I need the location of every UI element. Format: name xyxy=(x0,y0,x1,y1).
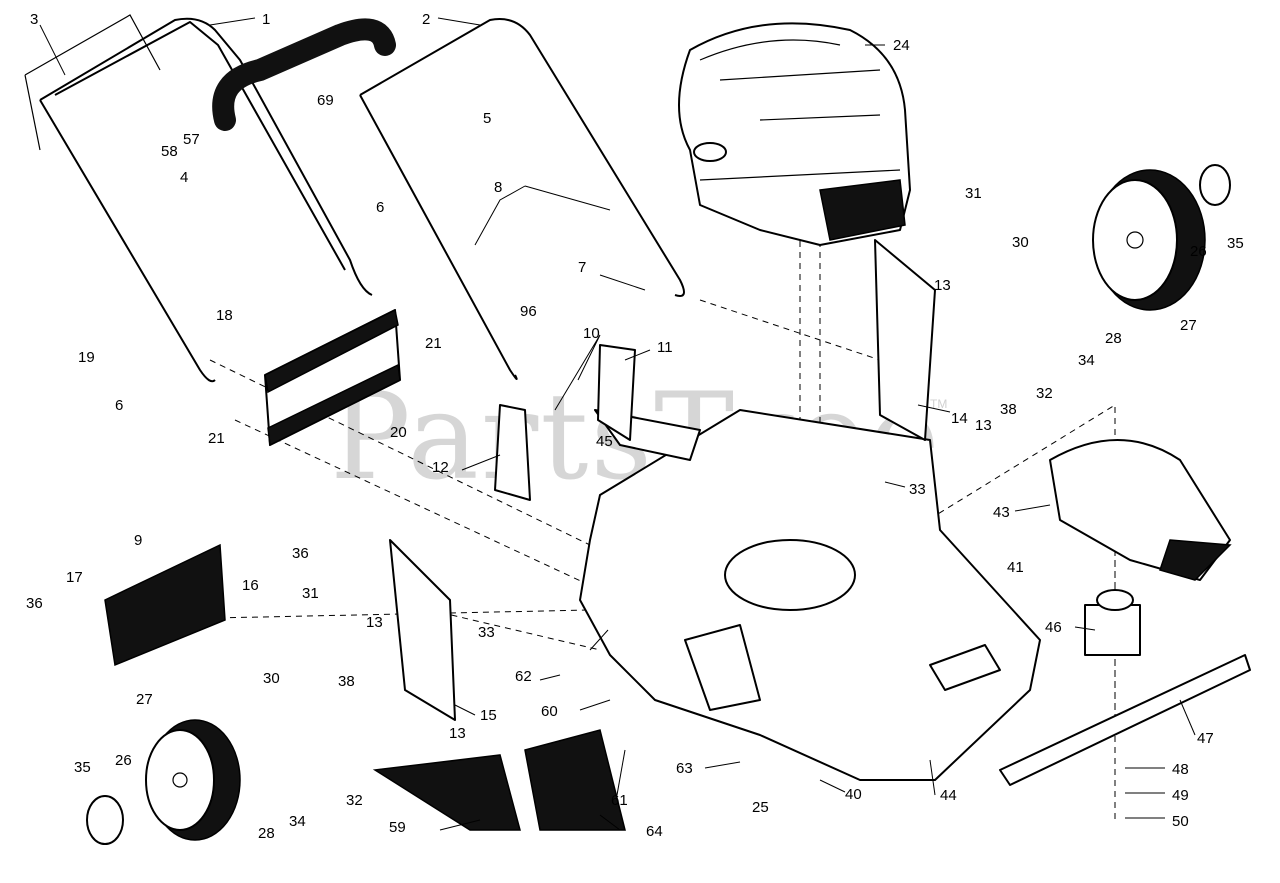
callout-28-b: 28 xyxy=(258,825,275,842)
callout-4: 4 xyxy=(180,169,188,186)
callout-32-a: 32 xyxy=(1036,385,1053,402)
callouts: 1 2 3 4 5 6 6 7 8 9 10 11 12 13 13 13 13… xyxy=(26,11,1244,842)
callout-34-a: 34 xyxy=(1078,352,1095,369)
callout-17: 17 xyxy=(66,569,83,586)
blade-adapter-cover xyxy=(1049,439,1232,581)
rear-guard xyxy=(264,308,401,447)
callout-43: 43 xyxy=(993,504,1010,521)
callout-36-b: 36 xyxy=(26,595,43,612)
callout-13-a: 13 xyxy=(934,277,951,294)
callout-30-b: 30 xyxy=(263,670,280,687)
callout-64: 64 xyxy=(646,823,663,840)
callout-60: 60 xyxy=(541,703,558,720)
callout-25: 25 xyxy=(752,799,769,816)
bail-wire xyxy=(24,14,161,151)
height-adjuster-bracket-left xyxy=(389,539,456,721)
callout-11: 11 xyxy=(657,339,673,356)
callout-31-a: 31 xyxy=(965,185,982,202)
callout-59: 59 xyxy=(389,819,406,836)
callout-40: 40 xyxy=(845,786,862,803)
callout-45: 45 xyxy=(596,433,613,450)
callout-41: 41 xyxy=(1007,559,1024,576)
rear-right-wheel xyxy=(1092,164,1231,311)
callout-21-b: 21 xyxy=(208,430,225,447)
callout-48: 48 xyxy=(1172,761,1189,778)
callout-36-a: 36 xyxy=(292,545,309,562)
mower-deck xyxy=(579,409,1041,781)
height-adjuster-bracket-right xyxy=(874,239,936,441)
callout-24: 24 xyxy=(893,37,910,54)
blade xyxy=(999,589,1251,786)
callout-28-a: 28 xyxy=(1105,330,1122,347)
callout-26-a: 26 xyxy=(1190,243,1207,260)
callout-96: 96 xyxy=(520,303,537,320)
callout-9: 9 xyxy=(134,532,142,549)
callout-38-b: 38 xyxy=(338,673,355,690)
callout-38-a: 38 xyxy=(1000,401,1017,418)
callout-1: 1 xyxy=(262,11,270,28)
callout-2: 2 xyxy=(422,11,430,28)
callout-26-b: 26 xyxy=(115,752,132,769)
callout-14: 14 xyxy=(951,410,968,427)
callout-27-a: 27 xyxy=(1180,317,1197,334)
callout-33-a: 33 xyxy=(909,481,926,498)
callout-62: 62 xyxy=(515,668,532,685)
leader-lines xyxy=(39,17,1196,831)
lower-handle xyxy=(359,18,685,380)
callout-31-b: 31 xyxy=(302,585,319,602)
callout-47: 47 xyxy=(1197,730,1214,747)
front-left-wheel xyxy=(86,719,241,845)
callout-6-upper: 6 xyxy=(376,199,384,216)
callout-34-b: 34 xyxy=(289,813,306,830)
callout-46: 46 xyxy=(1045,619,1062,636)
callout-16: 16 xyxy=(242,577,259,594)
callout-21-a: 21 xyxy=(425,335,442,352)
callout-13-b: 13 xyxy=(975,417,992,434)
callout-5: 5 xyxy=(483,110,491,127)
callout-27-b: 27 xyxy=(136,691,153,708)
callout-13-d: 13 xyxy=(449,725,466,742)
callout-30-a: 30 xyxy=(1012,234,1029,251)
callout-18: 18 xyxy=(216,307,233,324)
callout-57: 57 xyxy=(183,131,200,148)
callout-69: 69 xyxy=(317,92,334,109)
callout-7: 7 xyxy=(578,259,586,276)
fuel-hose xyxy=(212,18,396,131)
callout-19: 19 xyxy=(78,349,95,366)
handle-brackets xyxy=(494,344,636,501)
rear-flap xyxy=(104,543,226,667)
side-discharge-chute xyxy=(372,729,626,831)
callout-58: 58 xyxy=(161,143,178,160)
callout-44: 44 xyxy=(940,787,957,804)
callout-50: 50 xyxy=(1172,813,1189,830)
callout-6-lower: 6 xyxy=(115,397,123,414)
upper-handle xyxy=(39,17,373,383)
callout-61: 61 xyxy=(611,792,628,809)
callout-33-b: 33 xyxy=(478,624,495,641)
callout-32-b: 32 xyxy=(346,792,363,809)
callout-49: 49 xyxy=(1172,787,1189,804)
engine xyxy=(678,22,911,246)
callout-35-a: 35 xyxy=(1227,235,1244,252)
callout-13-c: 13 xyxy=(366,614,383,631)
callout-20: 20 xyxy=(390,424,407,441)
callout-3: 3 xyxy=(30,11,38,28)
callout-8: 8 xyxy=(494,179,502,196)
callout-12: 12 xyxy=(432,459,449,476)
callout-10: 10 xyxy=(583,325,600,342)
callout-63: 63 xyxy=(676,760,693,777)
callout-15: 15 xyxy=(480,707,497,724)
callout-35-b: 35 xyxy=(74,759,91,776)
watermark-trademark: TM xyxy=(930,397,947,411)
